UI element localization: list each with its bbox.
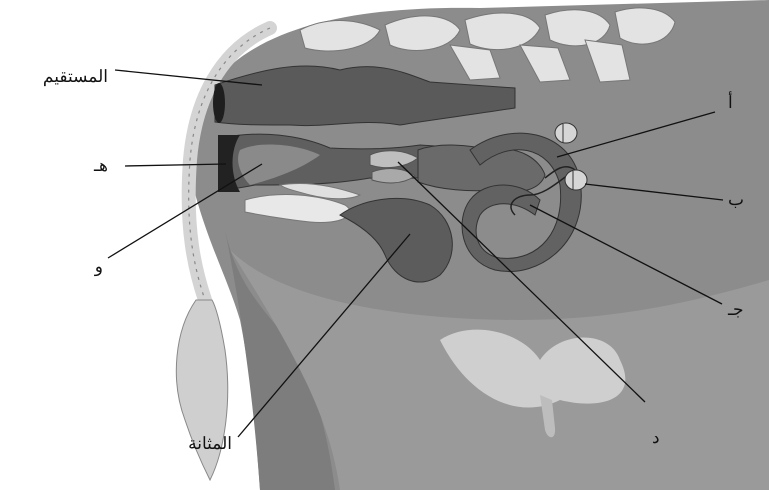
label-dal: د <box>652 428 660 448</box>
label-he: هـ <box>93 156 108 176</box>
label-bladder: المثانة <box>188 434 232 454</box>
ovary-lower <box>565 170 587 190</box>
anus <box>213 83 225 123</box>
label-waw: و <box>94 257 103 277</box>
label-rectum: المستقيم <box>43 67 108 87</box>
label-jeem: جـ <box>727 300 744 320</box>
label-beh: ب <box>728 190 744 210</box>
ovary-upper <box>555 123 577 143</box>
label-alef: أ <box>728 91 733 113</box>
